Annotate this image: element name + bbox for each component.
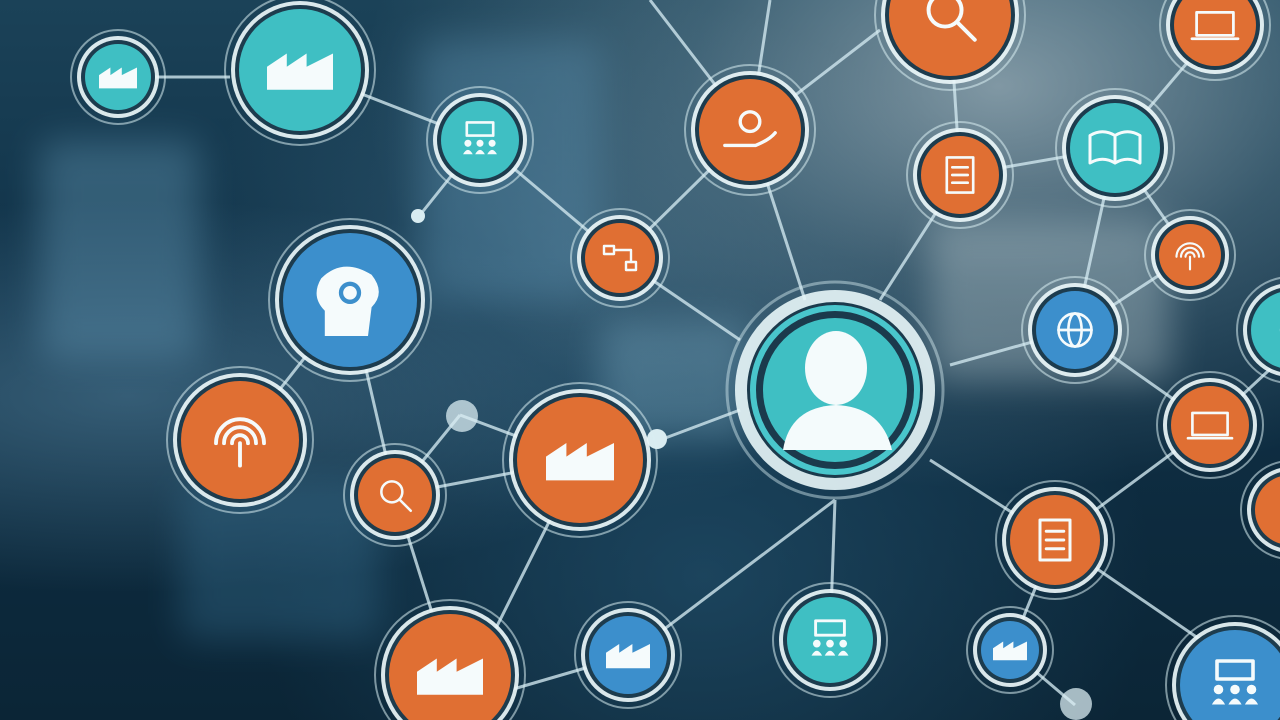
signal-icon	[1175, 242, 1205, 271]
network-node[interactable]	[1165, 615, 1280, 720]
broadcast-icon	[214, 417, 266, 468]
network-node[interactable]	[574, 601, 682, 709]
laptop-icon	[1186, 411, 1234, 440]
network-node[interactable]	[1144, 209, 1236, 301]
control-panel-icon	[546, 443, 614, 481]
hand-bulb-icon	[723, 110, 777, 148]
workflow-icon	[602, 244, 638, 272]
network-node[interactable]	[1156, 371, 1264, 479]
network-node[interactable]	[224, 0, 376, 146]
globe-gear-icon	[1057, 312, 1093, 348]
mind-head-icon	[316, 266, 379, 336]
network-node[interactable]	[874, 0, 1026, 91]
network-node[interactable]	[426, 86, 534, 194]
search-gear-icon	[926, 0, 977, 42]
network-node[interactable]	[166, 366, 314, 514]
network-node[interactable]	[70, 29, 166, 125]
team-meeting-icon	[463, 121, 497, 155]
dashboard-icon	[1190, 10, 1240, 41]
shop-icon	[993, 641, 1027, 661]
network-node[interactable]	[374, 599, 526, 720]
checklist-icon	[1038, 518, 1072, 562]
vault-icon	[417, 658, 483, 695]
node-layer	[70, 0, 1280, 720]
network-node[interactable]	[995, 480, 1115, 600]
network-node[interactable]	[1236, 276, 1280, 384]
hub-node[interactable]	[725, 280, 945, 500]
network-node[interactable]	[1240, 461, 1280, 559]
junction-dots	[411, 209, 1092, 720]
network-node[interactable]	[906, 121, 1014, 229]
network-node[interactable]	[1159, 0, 1271, 81]
network-node[interactable]	[570, 208, 670, 308]
background-blur	[180, 480, 380, 640]
open-book-icon	[1088, 130, 1142, 165]
network-node[interactable]	[268, 218, 432, 382]
network-node[interactable]	[966, 606, 1054, 694]
factory-icon	[99, 67, 137, 89]
magnifier-icon	[380, 480, 413, 513]
office-icon	[606, 644, 650, 669]
background-blur	[40, 140, 200, 360]
warehouse-icon	[267, 53, 333, 90]
presentation-icon	[811, 619, 849, 656]
user-icon	[783, 331, 892, 450]
network-node[interactable]	[684, 64, 816, 196]
network-node[interactable]	[343, 443, 447, 547]
network-node[interactable]	[772, 582, 888, 698]
network-node[interactable]	[1055, 88, 1175, 208]
network-node[interactable]	[1021, 276, 1129, 384]
network-node[interactable]	[502, 382, 658, 538]
document-icon	[945, 156, 975, 194]
community-icon	[1211, 659, 1259, 705]
